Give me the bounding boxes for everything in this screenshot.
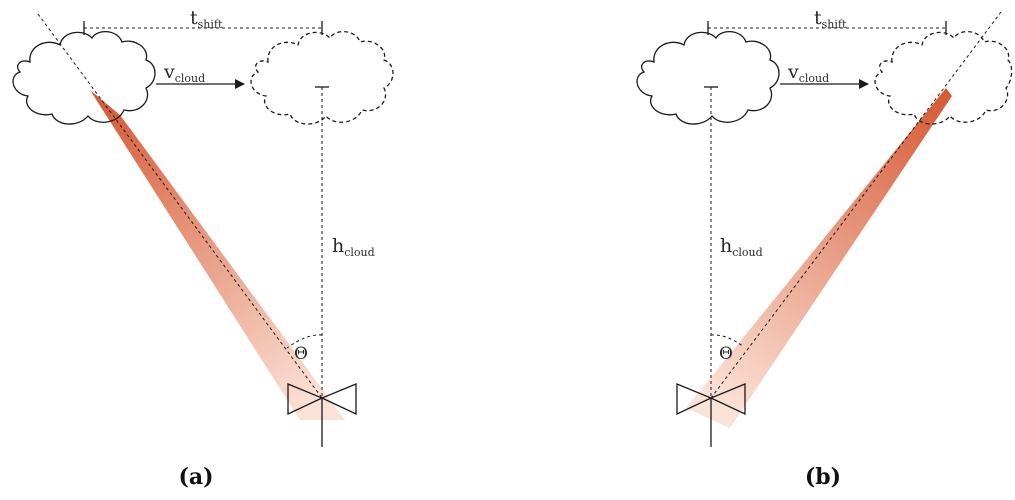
panel-b: tshift vcloud hcloud Θ (b) [636, 7, 1013, 490]
cloud-dashed [874, 31, 1013, 125]
caption-b: (b) [805, 464, 841, 490]
theta-label: Θ [719, 344, 733, 364]
height-label: hcloud [720, 235, 763, 259]
cloud-dashed [250, 31, 394, 125]
velocity-label: vcloud [163, 61, 205, 85]
zenith-angle-arc [286, 334, 323, 349]
sensor-beam [90, 90, 345, 420]
cloud-solid [636, 31, 780, 125]
sensor-icon [676, 383, 746, 447]
line-of-sight [710, 11, 1002, 399]
caption-a: (a) [178, 464, 213, 490]
sensor-beam [686, 88, 952, 428]
height-label: hcloud [332, 235, 375, 259]
tshift-label: tshift [190, 7, 223, 31]
theta-label: Θ [294, 344, 308, 364]
tshift-label: tshift [814, 7, 847, 31]
sensor-icon [287, 383, 357, 447]
velocity-label: vcloud [787, 61, 829, 85]
cloud-solid [12, 31, 156, 125]
zenith-angle-arc [710, 334, 745, 348]
panel-a: tshift vcloud hcloud Θ (a) [12, 7, 394, 490]
line-of-sight [37, 13, 323, 399]
